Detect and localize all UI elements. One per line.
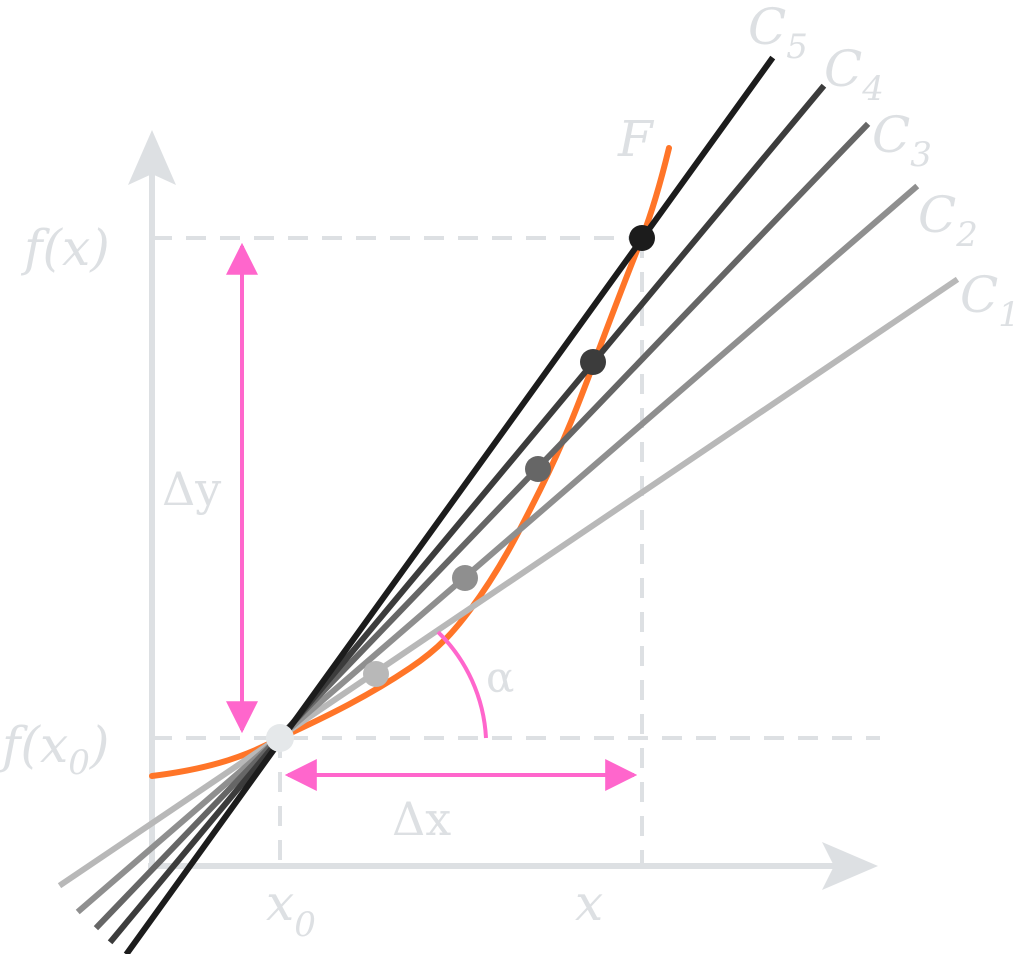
secant-label-c3: C3: [872, 106, 932, 175]
fx0-main: f(x: [0, 716, 68, 774]
x-axis-label-x0: x0: [266, 874, 316, 945]
secant-lines: [57, 55, 960, 954]
secant-line-c4: [107, 83, 827, 945]
base-point-x0: [266, 724, 294, 752]
x-axis-label-x: x: [575, 874, 603, 932]
point-c5: [629, 225, 655, 251]
angle-alpha-label: α: [486, 653, 514, 702]
secant-label-c2: C2: [918, 186, 978, 255]
point-c1: [363, 661, 389, 687]
secant-label-c5: C5: [748, 0, 808, 67]
fx0-sub: 0: [68, 743, 90, 783]
delta-x-label: Δx: [392, 792, 451, 846]
y-axis-label-fx0: f(x0): [0, 716, 109, 783]
fx0-close: ): [89, 716, 110, 774]
point-c3: [525, 456, 551, 482]
axes: [128, 130, 878, 890]
c4-sub: 4: [861, 69, 884, 109]
curve-label-f: F: [617, 110, 655, 168]
secant-line-c2: [75, 183, 920, 915]
c5-main: C: [748, 0, 786, 56]
c1-sub: 1: [998, 295, 1020, 335]
c2-main: C: [918, 186, 956, 244]
c4-main: C: [824, 40, 862, 98]
function-curve-f: [149, 145, 672, 779]
y-axis-arrowhead: [128, 130, 176, 185]
y-axis-label-fx: f(x): [20, 219, 110, 277]
c3-main: C: [872, 106, 910, 164]
x0-main: x: [266, 874, 294, 932]
point-c4: [580, 349, 606, 375]
c5-sub: 5: [786, 27, 808, 67]
c2-sub: 2: [955, 215, 978, 255]
x-axis-arrowhead: [822, 842, 878, 890]
x0-sub: 0: [294, 905, 316, 945]
secant-label-c1: C1: [960, 266, 1020, 335]
angle-alpha-arc: [436, 630, 488, 739]
c1-main: C: [960, 266, 998, 324]
c3-sub: 3: [910, 135, 932, 175]
secant-label-c4: C4: [824, 40, 884, 109]
secant-line-c5: [123, 55, 776, 954]
secant-line-c3: [93, 121, 871, 931]
delta-y-label: Δy: [162, 462, 221, 516]
intersection-points: [266, 225, 655, 752]
measure-arrows: [226, 242, 638, 791]
secant-line-c1: [57, 276, 960, 889]
point-c2: [452, 565, 478, 591]
